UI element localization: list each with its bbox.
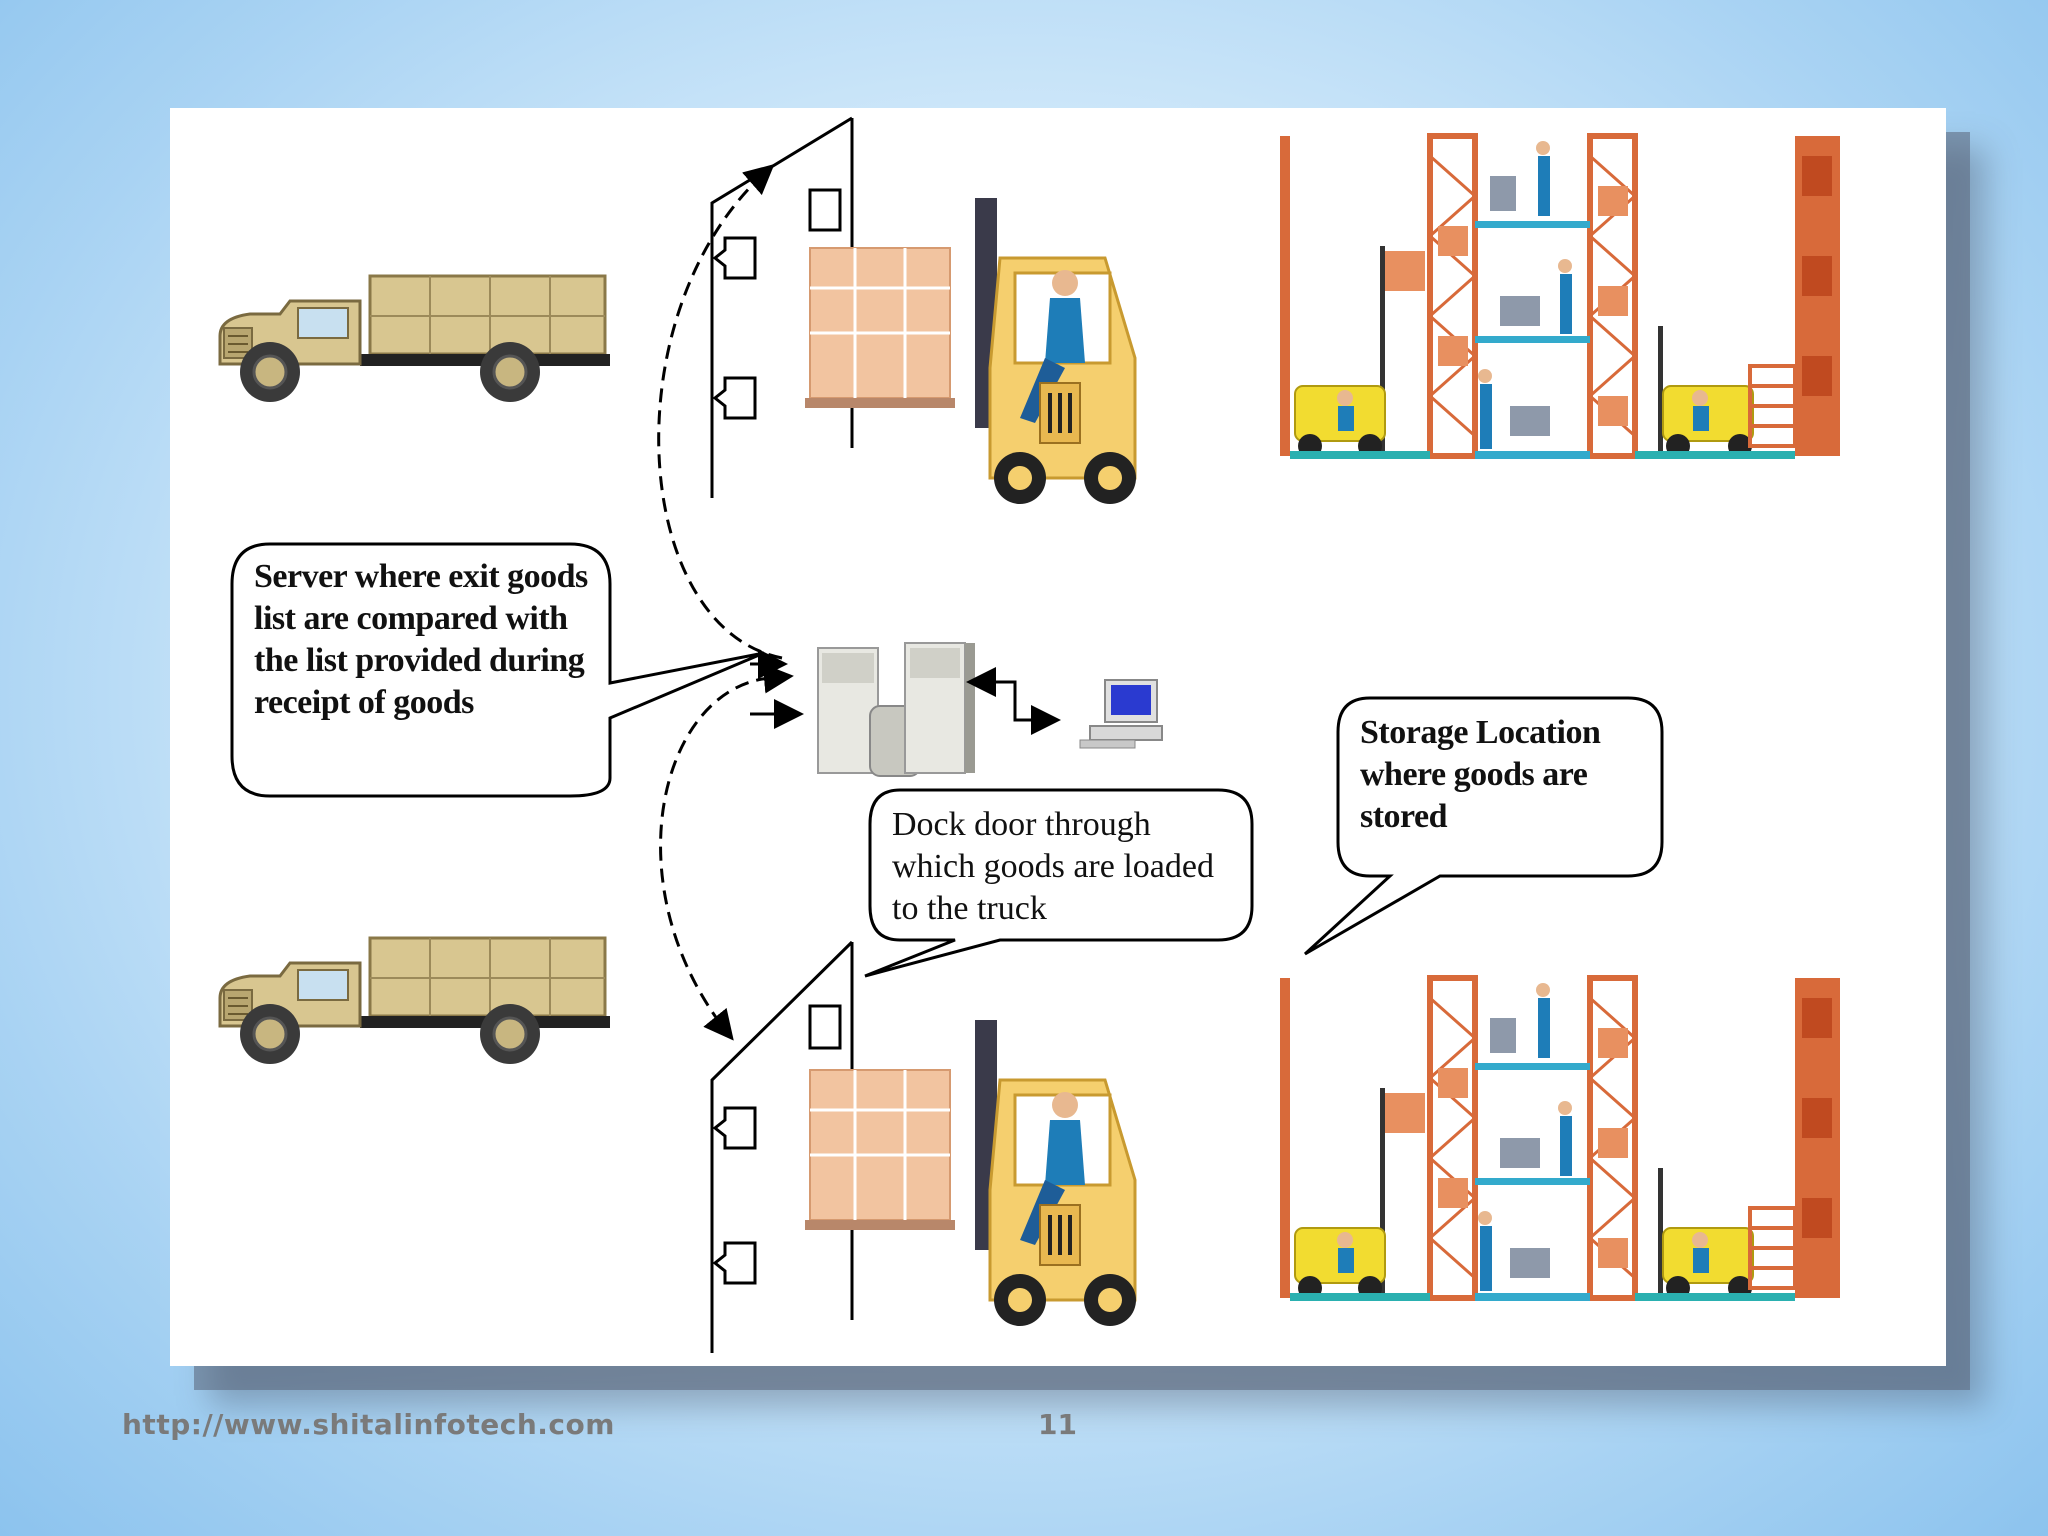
warehouse-rack-icon [1280,136,1840,459]
forklift-icon [803,196,1138,506]
truck-icon [218,274,612,404]
server-icon [817,642,975,777]
logistics-diagram [218,116,1946,1353]
slide-frame: Server where exit goods list are compare… [170,108,1946,1366]
dock-door-callout-text: Dock door through which goods are loaded… [892,806,1214,927]
page-number: 11 [1038,1408,1077,1441]
server-callout-text: Server where exit goods list are compare… [254,558,588,721]
computer-icon [1079,679,1163,749]
storage-callout-text: Storage Location where goods are stored [1360,714,1601,835]
dock-callout-bubble [864,788,1254,978]
forklift-icon [803,1018,1138,1328]
storage-callout-bubble [1303,696,1664,956]
truck-icon [218,936,612,1066]
warehouse-rack-icon [1280,978,1840,1301]
server-callout-bubble [230,542,765,798]
footer-url[interactable]: http://www.shitalinfotech.com [122,1408,615,1441]
